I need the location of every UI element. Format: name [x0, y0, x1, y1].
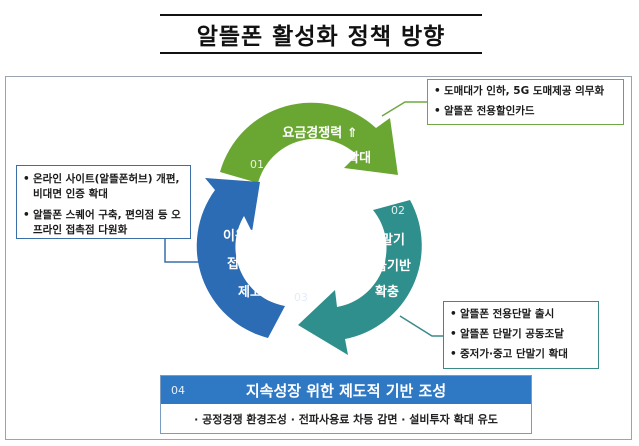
foundation-subtitle: · 공정경쟁 환경조성 · 전파사용료 차등 감면 · 설비투자 확대 유도 [194, 413, 498, 426]
segment-teal-line3: 확충 [375, 284, 399, 300]
segment-teal-arc [298, 200, 422, 355]
callout-green-item: 도매대가 인하, 5G 도매제공 의무화 [434, 84, 617, 99]
callout-green-item: 알뜰폰 전용할인카드 [434, 104, 617, 119]
title-box: 알뜰폰 활성화 정책 방향 [160, 14, 482, 54]
institutional-foundation-box: 04 지속성장 위한 제도적 기반 조성 · 공정경쟁 환경조성 · 전파사용료… [160, 375, 532, 434]
diagram-frame [5, 76, 632, 440]
segment-blue-number: 03 [294, 291, 308, 304]
callout-blue: 온라인 사이트(알뜰폰허브) 개편, 비대면 인증 확대 알뜰폰 스퀘어 구축,… [16, 165, 191, 239]
segment-teal-line2: 공급기반 [363, 258, 411, 274]
segment-blue-arc [196, 178, 285, 338]
foundation-title: 지속성장 위한 제도적 기반 조성 [245, 381, 447, 400]
callout-teal-item: 중저가·중고 단말기 확대 [450, 347, 592, 362]
callout-green: 도매대가 인하, 5G 도매제공 의무화 알뜰폰 전용할인카드 [427, 79, 624, 125]
title-rule-bottom [160, 52, 482, 54]
segment-teal-number: 02 [391, 204, 405, 217]
callout-teal-item: 알뜰폰 단말기 공동조달 [450, 327, 592, 342]
connector-teal [399, 315, 443, 337]
segment-blue-line3: 제고 [238, 285, 262, 300]
page-title: 알뜰폰 활성화 정책 방향 [196, 24, 446, 50]
callout-teal-item: 알뜰폰 전용단말 출시 [450, 307, 592, 322]
segment-green-line1: 요금경쟁력 ⇑ [282, 125, 357, 141]
segment-green-arc [220, 102, 398, 183]
segment-blue-line2: 접근성 [227, 256, 263, 272]
segment-green-number: 01 [250, 158, 264, 171]
segment-blue-line1: 이용자 [223, 228, 259, 244]
segment-green-line2: 특화서비스 확대 [283, 150, 371, 166]
segment-teal-line1: 단말기 [369, 232, 405, 248]
foundation-header-bar: 04 지속성장 위한 제도적 기반 조성 [161, 376, 531, 404]
callout-blue-item: 알뜰폰 스퀘어 구축, 편의점 등 오프라인 접촉점 다원화 [23, 208, 184, 238]
foundation-number: 04 [171, 383, 185, 397]
connector-green [381, 101, 427, 117]
callout-blue-item: 온라인 사이트(알뜰폰허브) 개편, 비대면 인증 확대 [23, 172, 184, 202]
title-rule-top [160, 14, 482, 16]
callout-teal: 알뜰폰 전용단말 출시 알뜰폰 단말기 공동조달 중저가·중고 단말기 확대 [443, 301, 599, 369]
